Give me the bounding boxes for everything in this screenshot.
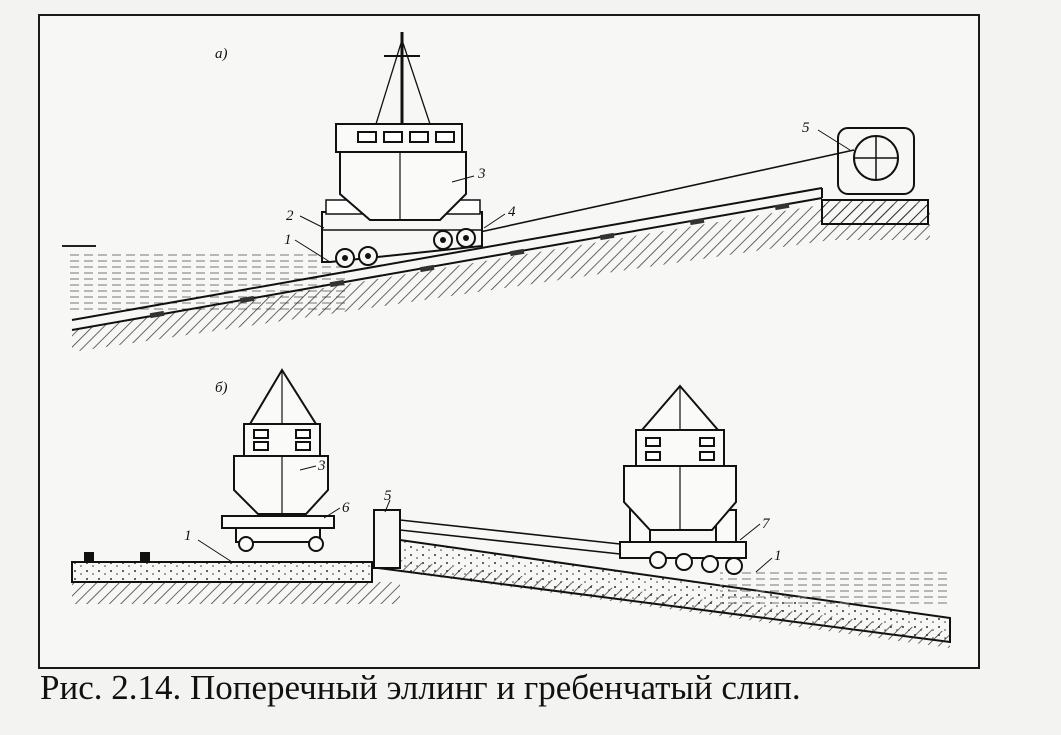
label-3-a: 3 — [477, 166, 486, 182]
vessel-a — [335, 32, 467, 221]
carriage-a — [321, 199, 483, 268]
slip-slope-b — [373, 509, 951, 648]
panel-a-label: а) — [215, 46, 228, 62]
water-b — [720, 568, 948, 604]
panel-b-label: б) — [215, 380, 228, 396]
callouts-b — [197, 465, 773, 573]
figure-caption: Рис. 2.14. Поперечный эллинг и гребенчат… — [40, 668, 801, 707]
label-3-b: 3 — [317, 458, 326, 474]
ground-slope-a — [72, 205, 930, 352]
sleepers-a — [149, 202, 790, 319]
panel-a: а) — [62, 32, 930, 352]
winch-a — [821, 127, 929, 225]
callouts-a — [294, 129, 851, 263]
label-4-a: 4 — [508, 204, 516, 220]
label-1-a: 1 — [284, 232, 292, 248]
label-2-a: 2 — [286, 208, 294, 224]
label-7-b: 7 — [762, 516, 771, 532]
panel-b: б) — [71, 368, 951, 648]
label-6-b: 6 — [342, 500, 350, 516]
label-1-b-left: 1 — [184, 528, 192, 544]
label-1-b-right: 1 — [774, 548, 782, 564]
label-5-a: 5 — [802, 120, 810, 136]
cable-a — [479, 149, 855, 233]
vessel-b-right — [619, 384, 747, 575]
cable-b — [399, 519, 621, 555]
vessel-b-left — [221, 368, 335, 552]
label-5-b: 5 — [384, 488, 392, 504]
berth-platform-b — [71, 552, 400, 604]
